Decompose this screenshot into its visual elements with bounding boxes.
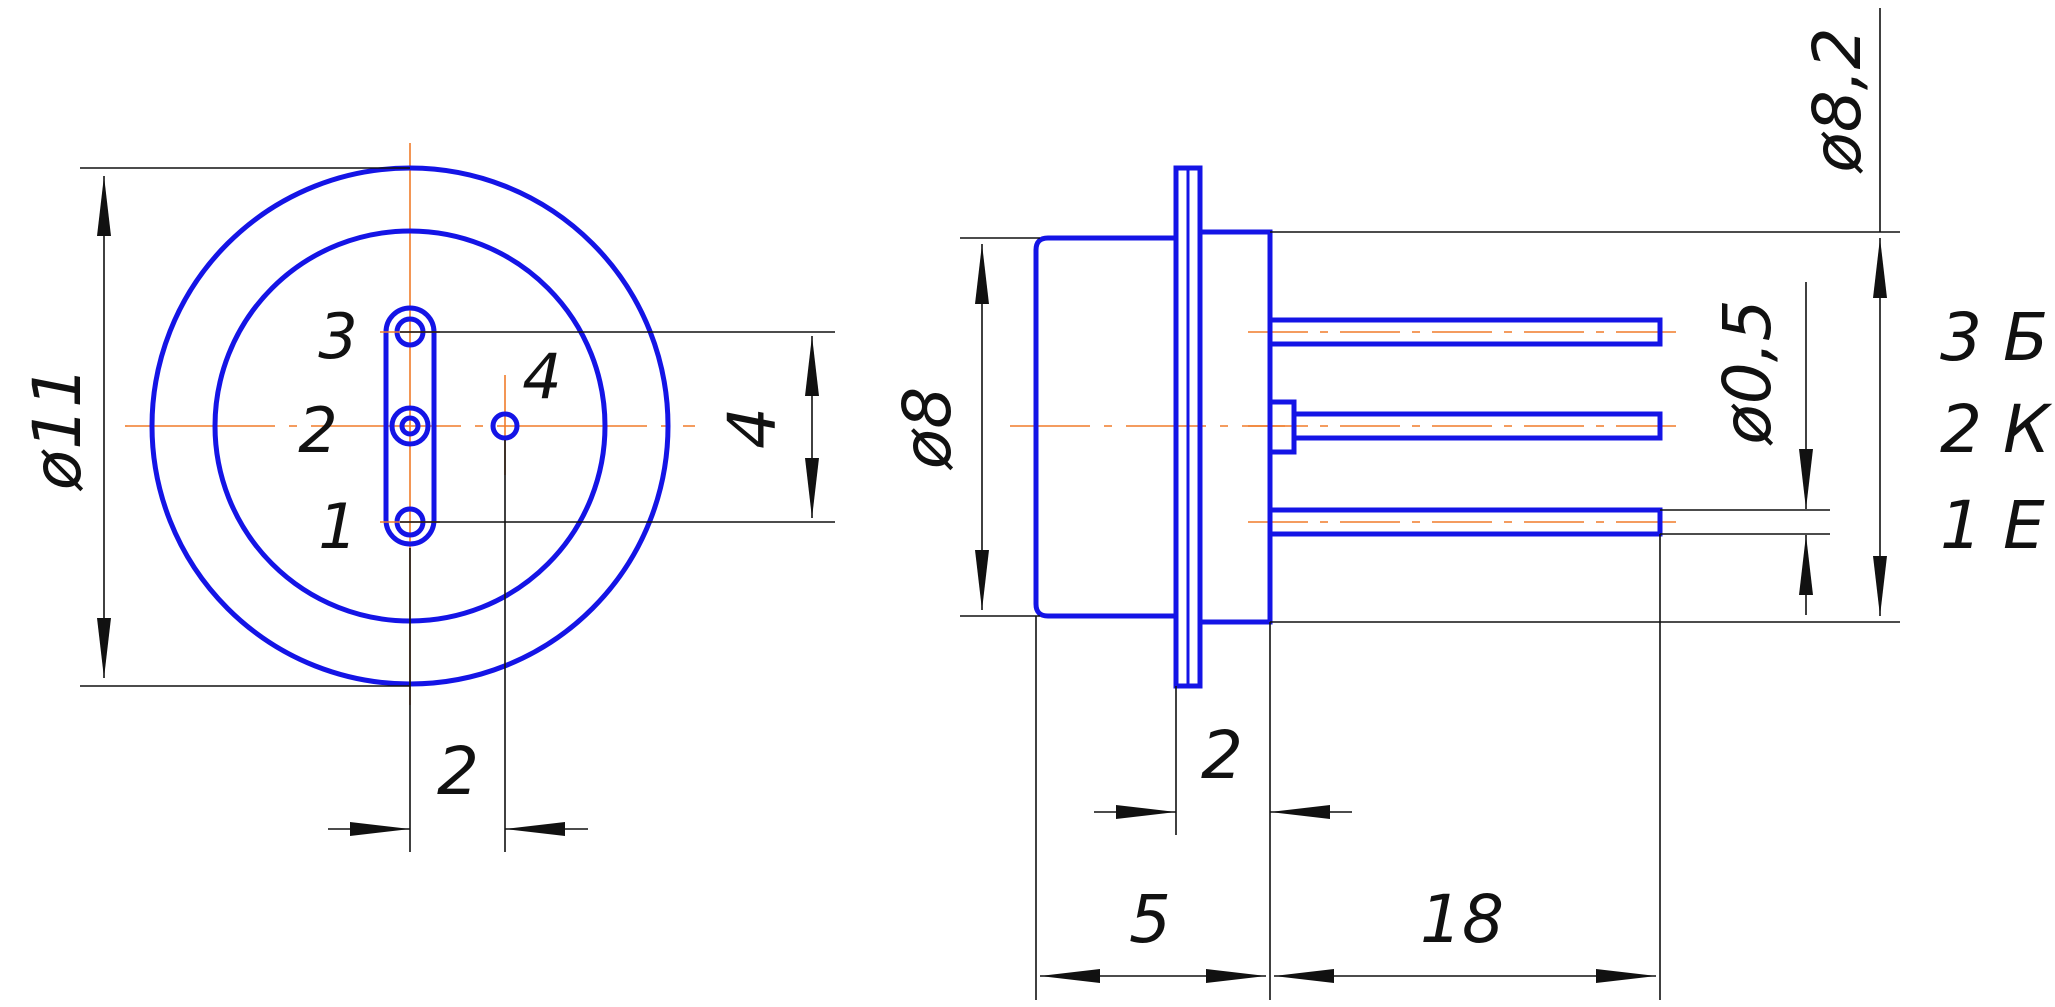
dim-front-spacing-label: 2 [437, 733, 479, 810]
pin-label-1: 1 [318, 490, 357, 563]
dim-side-flange-width-label: 2 [1201, 717, 1243, 794]
dim-side-flange-diameter-label: ø8,2 [1799, 27, 1876, 173]
dim-side-lengths [1035, 534, 1661, 1000]
pin-legend-collector: 2 К [1940, 391, 2053, 468]
dim-side-body-diameter-label: ø8 [889, 387, 966, 470]
dim-front-diameter-label: ø11 [19, 366, 96, 491]
dim-side-body-diameter [960, 237, 1040, 617]
dim-side-lead-diameter [1660, 282, 1830, 615]
pin-label-3: 3 [318, 300, 357, 373]
transistor-cap-outline [1033, 235, 1176, 619]
pin-slot-outline [383, 305, 437, 547]
lead-3-outline [1267, 317, 1663, 347]
dim-front-spacing [328, 440, 588, 852]
pin-label-4: 4 [522, 340, 561, 413]
pin-4-circle [490, 411, 520, 441]
pin-2-circle-inner [399, 415, 421, 437]
dim-front-height-label: 4 [714, 407, 791, 449]
dim-side-flange-diameter [1270, 8, 1900, 623]
dim-side-body-length-label: 5 [1129, 881, 1171, 958]
pin-legend-emitter: 1 Е [1940, 487, 2045, 564]
dim-side-lead-diameter-label: ø0,5 [1709, 299, 1786, 445]
pin-label-2: 2 [298, 394, 337, 467]
dim-side-lead-length-label: 18 [1420, 881, 1504, 958]
side-view: ø8 ø8,2 ø0,5 3 Б 2 К 1 Е [889, 8, 2053, 1000]
lead-collar-outline [1267, 399, 1297, 455]
lead-2-outline [1291, 411, 1663, 441]
lead-1-outline [1267, 507, 1663, 537]
dim-side-flange-width [1094, 622, 1352, 1000]
front-view: 3 2 1 4 ø11 4 2 [19, 143, 835, 852]
pin-2-circle-outer [389, 405, 431, 447]
pin-legend-base: 3 Б [1940, 299, 2048, 376]
dim-front-height [400, 331, 835, 523]
transistor-base-outline [1200, 229, 1273, 625]
dim-front-diameter [80, 167, 410, 687]
